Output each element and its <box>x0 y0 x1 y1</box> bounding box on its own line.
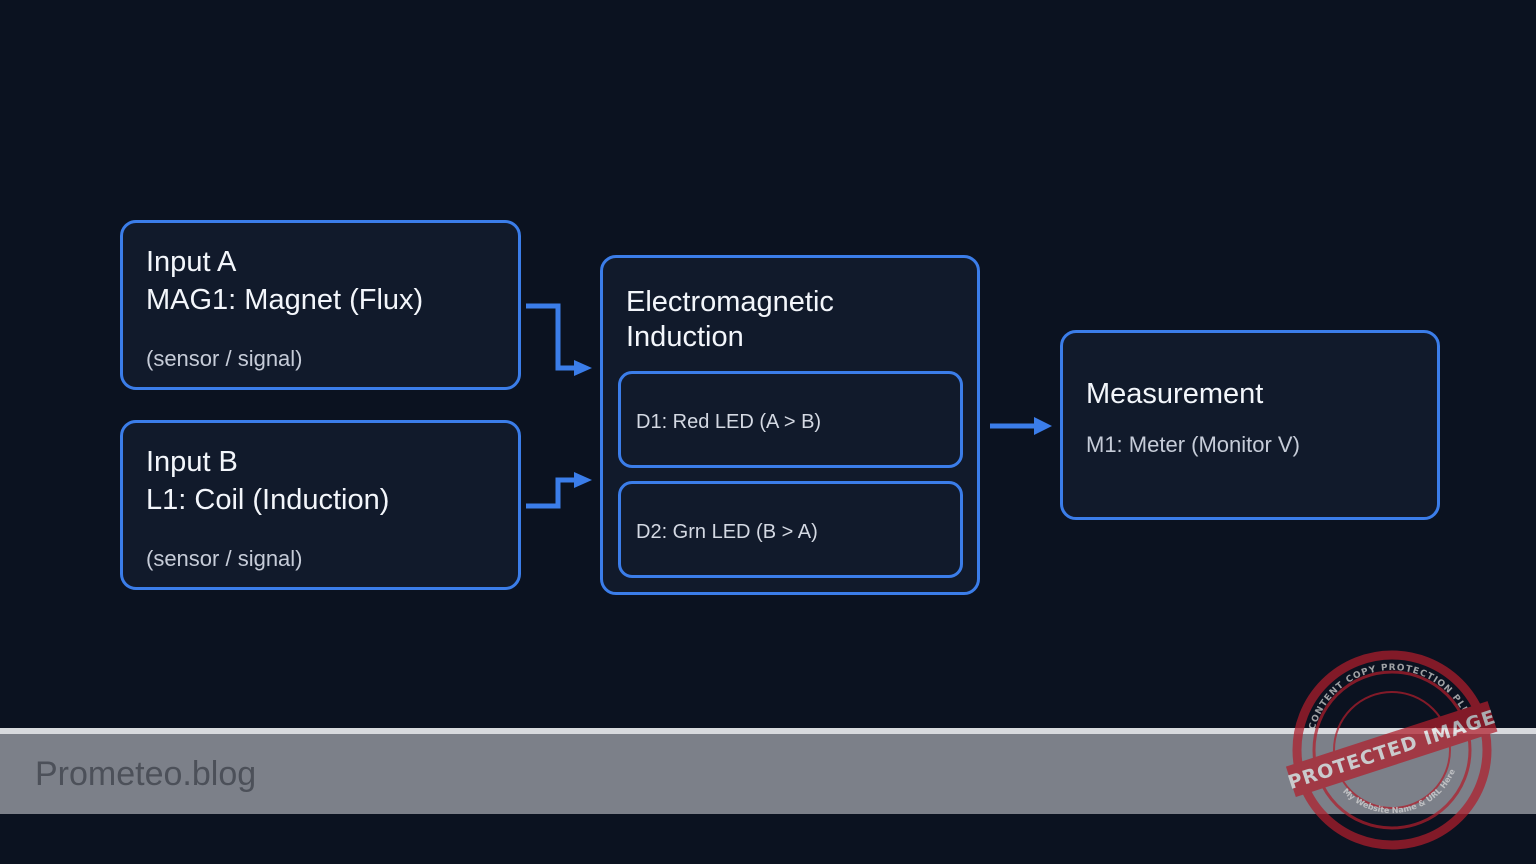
measurement-title: Measurement <box>1086 378 1264 410</box>
arrow-input-b-to-induction <box>526 477 576 509</box>
d2-label: D2: Grn LED (B > A) <box>636 521 818 543</box>
input-a-component: MAG1: Magnet (Flux) <box>146 284 424 316</box>
footer-bar: Prometeo.blog <box>0 734 1536 814</box>
footer-divider <box>0 728 1536 734</box>
input-b-component: L1: Coil (Induction) <box>146 484 390 516</box>
induction-title-line2: Induction <box>626 321 744 353</box>
measurement-subtitle: M1: Meter (Monitor V) <box>1086 432 1300 457</box>
protected-image-stamp: CONTENT COPY PROTECTION PLUGIN My Websit… <box>1285 650 1499 850</box>
d2-green-led-box: D2: Grn LED (B > A) <box>618 481 963 578</box>
arrowhead-m <box>1034 417 1052 435</box>
input-a-title: Input A <box>146 246 237 278</box>
input-a-box: Input A MAG1: Magnet (Flux) (sensor / si… <box>120 220 521 390</box>
footer-site-name: Prometeo.blog <box>35 755 257 793</box>
input-b-title: Input B <box>146 446 238 478</box>
arrow-input-a-to-induction <box>526 303 576 371</box>
input-b-box: Input B L1: Coil (Induction) (sensor / s… <box>120 420 521 590</box>
input-a-subtitle: (sensor / signal) <box>146 346 303 371</box>
d1-label: D1: Red LED (A > B) <box>636 411 822 433</box>
d1-red-led-box: D1: Red LED (A > B) <box>618 371 963 468</box>
input-b-subtitle: (sensor / signal) <box>146 546 303 571</box>
arrowhead-b <box>574 472 592 488</box>
arrowhead-a <box>574 360 592 376</box>
measurement-box: Measurement M1: Meter (Monitor V) <box>1060 330 1440 520</box>
induction-title-line1: Electromagnetic <box>626 286 834 318</box>
